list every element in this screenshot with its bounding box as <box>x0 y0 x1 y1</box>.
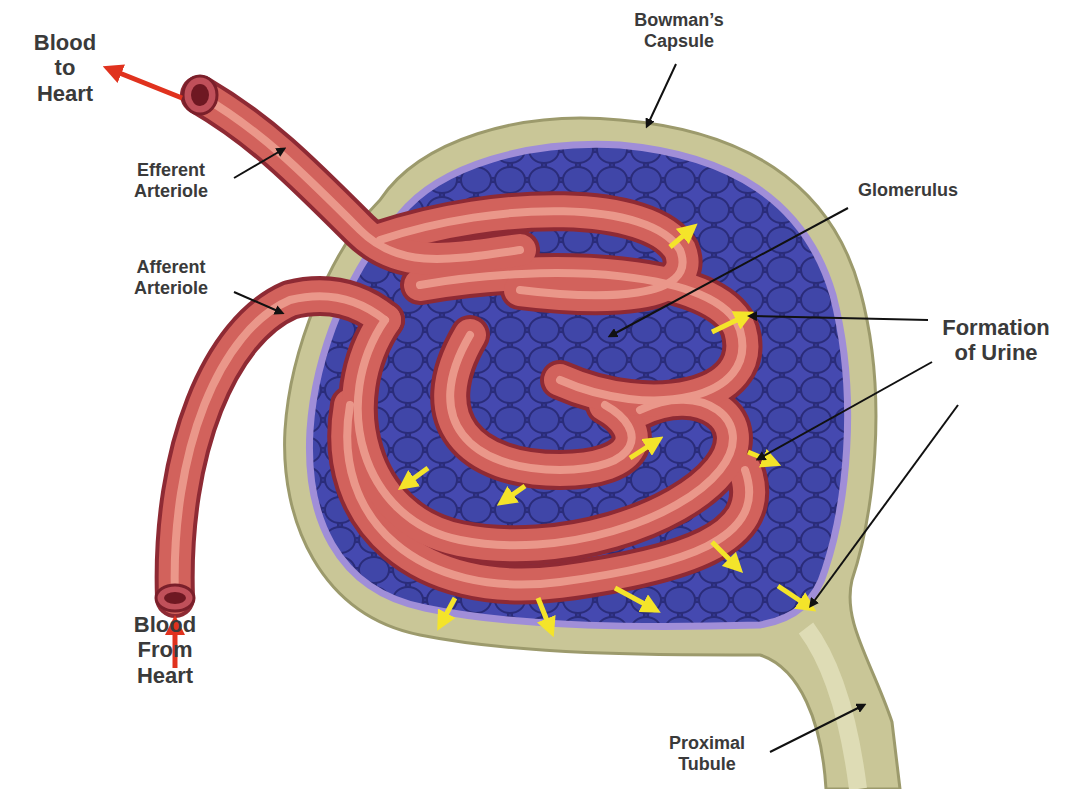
filtration-arrows <box>406 230 808 628</box>
part-label: Efferent Arteriole <box>112 160 230 201</box>
flow-label: Blood to Heart <box>28 30 102 106</box>
leader-lines <box>234 64 958 752</box>
part-label: Proximal Tubule <box>648 733 766 774</box>
blood-flow-arrows <box>112 70 182 668</box>
part-label: Bowman’s Capsule <box>614 10 744 51</box>
part-label: Afferent Arteriole <box>112 257 230 298</box>
part-label: Glomerulus <box>858 180 998 201</box>
flow-label: Blood From Heart <box>126 612 204 688</box>
process-label: Formation of Urine <box>934 315 1058 366</box>
capillary-tubes <box>156 76 749 611</box>
